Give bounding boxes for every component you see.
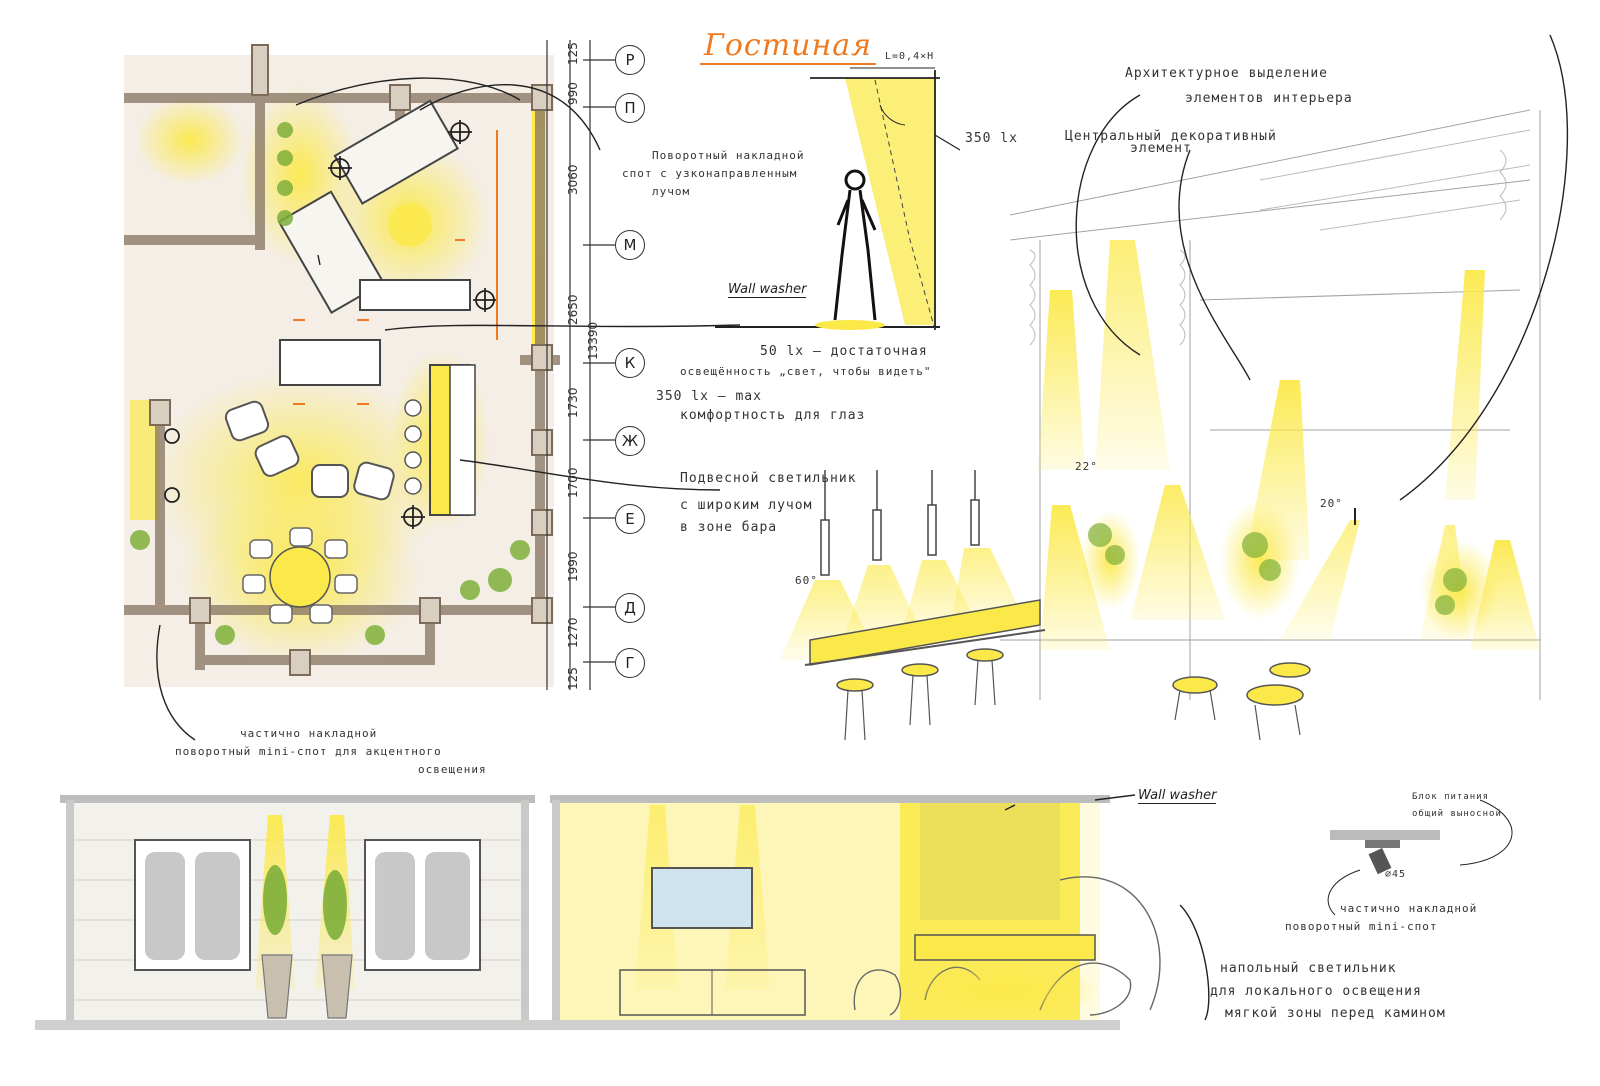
dimension: 3060 bbox=[566, 164, 580, 195]
axis-e: Е bbox=[615, 504, 645, 534]
axis-r: Р bbox=[615, 45, 645, 75]
note-floor-lamp-line2: для локального освещения bbox=[1210, 984, 1422, 999]
dimension: 1700 bbox=[566, 467, 580, 498]
label-wall-washer-2: Wall washer bbox=[1138, 788, 1217, 804]
note-lux50-line2: освещённость „свет, чтобы видеть" bbox=[680, 365, 932, 378]
dimension: 125 bbox=[566, 42, 580, 65]
note-partial-line2: поворотный mini-спот для акцентного bbox=[175, 745, 442, 758]
perspective-sketch bbox=[780, 34, 1569, 741]
note-lux350-line2: комфортность для глаз bbox=[680, 408, 866, 423]
dimension: 1990 bbox=[566, 551, 580, 582]
note-pivot-spot-line3: лучом bbox=[652, 185, 691, 198]
note-central-line2: элемент bbox=[1130, 141, 1192, 156]
note-floor-lamp-line1: напольный светильник bbox=[1220, 961, 1397, 976]
dimension: 1270 bbox=[566, 617, 580, 648]
floor-plan bbox=[124, 44, 741, 741]
note-lux50-line1: 50 lx – достаточная bbox=[760, 344, 928, 359]
axis-d: Д bbox=[615, 593, 645, 623]
dimension: 125 bbox=[566, 667, 580, 690]
angle-22: 22° bbox=[1075, 460, 1098, 473]
axis-p: П bbox=[615, 93, 645, 123]
dimension-total: 13390 bbox=[586, 321, 600, 360]
section-sketch bbox=[715, 67, 961, 331]
angle-20: 20° bbox=[1320, 497, 1343, 510]
note-arch-line1: Архитектурное выделение bbox=[1125, 66, 1329, 81]
note-lux350-line1: 350 lx – max bbox=[656, 389, 762, 404]
note-pivot-spot-line1: Поворотный накладной bbox=[652, 149, 805, 162]
note-pendant-line2: с широким лучом bbox=[680, 498, 813, 513]
axis-k: К bbox=[615, 348, 645, 378]
dimension: 2650 bbox=[566, 294, 580, 325]
note-partial-mini-line1: частично накладной bbox=[1340, 902, 1478, 915]
note-lux-350: 350 lx bbox=[965, 131, 1018, 146]
psu-diameter: ∅45 bbox=[1385, 869, 1407, 880]
angle-60: 60° bbox=[795, 574, 818, 587]
note-partial-line1: частично накладной bbox=[240, 727, 378, 740]
label-wall-washer: Wall washer bbox=[728, 282, 807, 298]
note-partial-line3: освещения bbox=[418, 763, 487, 776]
axis-m: М bbox=[615, 230, 645, 260]
note-central-line1: Центральный декоративный bbox=[1065, 129, 1277, 144]
note-pivot-spot-line2: спот с узконаправленным bbox=[622, 167, 798, 180]
note-pendant-line3: в зоне бара bbox=[680, 520, 778, 535]
note-partial-mini-line2: поворотный mini-спот bbox=[1285, 920, 1438, 933]
section-formula: L=0,4×H bbox=[885, 51, 935, 62]
axis-g: Г bbox=[615, 648, 645, 678]
note-arch-line2: элементов интерьера bbox=[1185, 91, 1353, 106]
page-title: Гостиная bbox=[700, 28, 877, 65]
note-psu-line1: Блок питания bbox=[1412, 792, 1490, 802]
note-floor-lamp-line3: мягкой зоны перед камином bbox=[1225, 1006, 1446, 1021]
axis-zh: Ж bbox=[615, 426, 645, 456]
dimension: 1730 bbox=[566, 387, 580, 418]
elevation-right bbox=[540, 794, 1513, 1030]
note-psu-line2: общий выносной bbox=[1412, 809, 1502, 819]
dimension: 990 bbox=[566, 82, 580, 105]
note-pendant-line1: Подвесной светильник bbox=[680, 471, 857, 486]
elevation-left bbox=[35, 795, 555, 1030]
